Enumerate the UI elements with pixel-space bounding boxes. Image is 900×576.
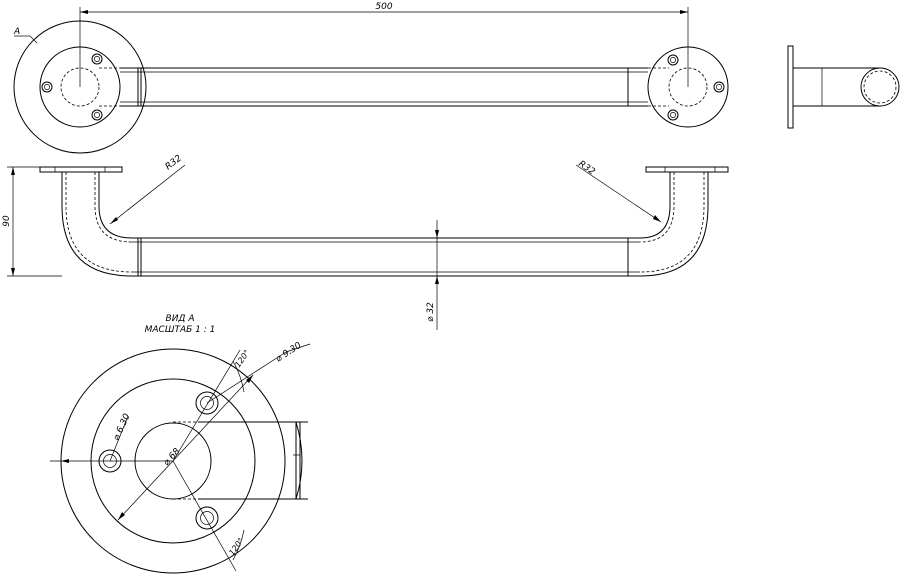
bend-radius-left: R32 (109, 153, 186, 225)
length-dimension: 500 (79, 2, 689, 87)
bend-radius-left-label: R32 (164, 153, 184, 172)
right-flange-hole-1 (667, 54, 679, 66)
view-marker-label: A (13, 27, 20, 37)
bend-radius-right: R32 (575, 159, 662, 223)
height-dimension: 90 (2, 166, 62, 277)
left-flange-hole-2 (41, 81, 53, 93)
right-tube-end (668, 67, 708, 107)
detail-view-scale: МАСШТАБ 1 : 1 (145, 325, 216, 335)
tube-outer-contour (61, 172, 709, 277)
side-tube-circle (860, 67, 900, 107)
tube-diameter-dimension: ⌀ 32 (426, 220, 439, 330)
left-flange-hole-3 (91, 109, 103, 121)
length-dimension-label: 500 (375, 2, 392, 12)
detail-hole-top (195, 391, 219, 415)
front-view: 90 R32 R32 ⌀ 32 (2, 153, 729, 330)
tube-inner-contour (98, 172, 671, 239)
detail-view-title: ВИД А (166, 314, 195, 324)
left-tube-end (60, 67, 100, 107)
top-view: A 500 (13, 2, 900, 154)
view-marker-leader: A (13, 27, 38, 44)
angle-top-label: 120° (233, 348, 251, 369)
detail-hole-bottom (195, 506, 219, 530)
top-bar (99, 67, 669, 107)
right-flange-hole-2 (713, 81, 725, 93)
side-view (787, 45, 900, 129)
left-flange-hole-1 (91, 53, 103, 65)
left-flange-front (39, 166, 123, 173)
hole-large-label: ⌀ 9.30 (274, 341, 303, 365)
tube-diameter-label: ⌀ 32 (426, 302, 436, 322)
detail-view-a: ВИД А МАСШТАБ 1 : 1 ⌀ 68 ⌀ 6.30 (50, 314, 311, 574)
height-dimension-label: 90 (2, 215, 12, 227)
right-flange-hole-3 (667, 109, 679, 121)
bend-radius-right-label: R32 (576, 159, 596, 177)
angle-bottom-label: 120° (227, 536, 245, 557)
right-flange-front (645, 166, 729, 173)
hole-small-label: ⌀ 6.30 (112, 412, 133, 442)
